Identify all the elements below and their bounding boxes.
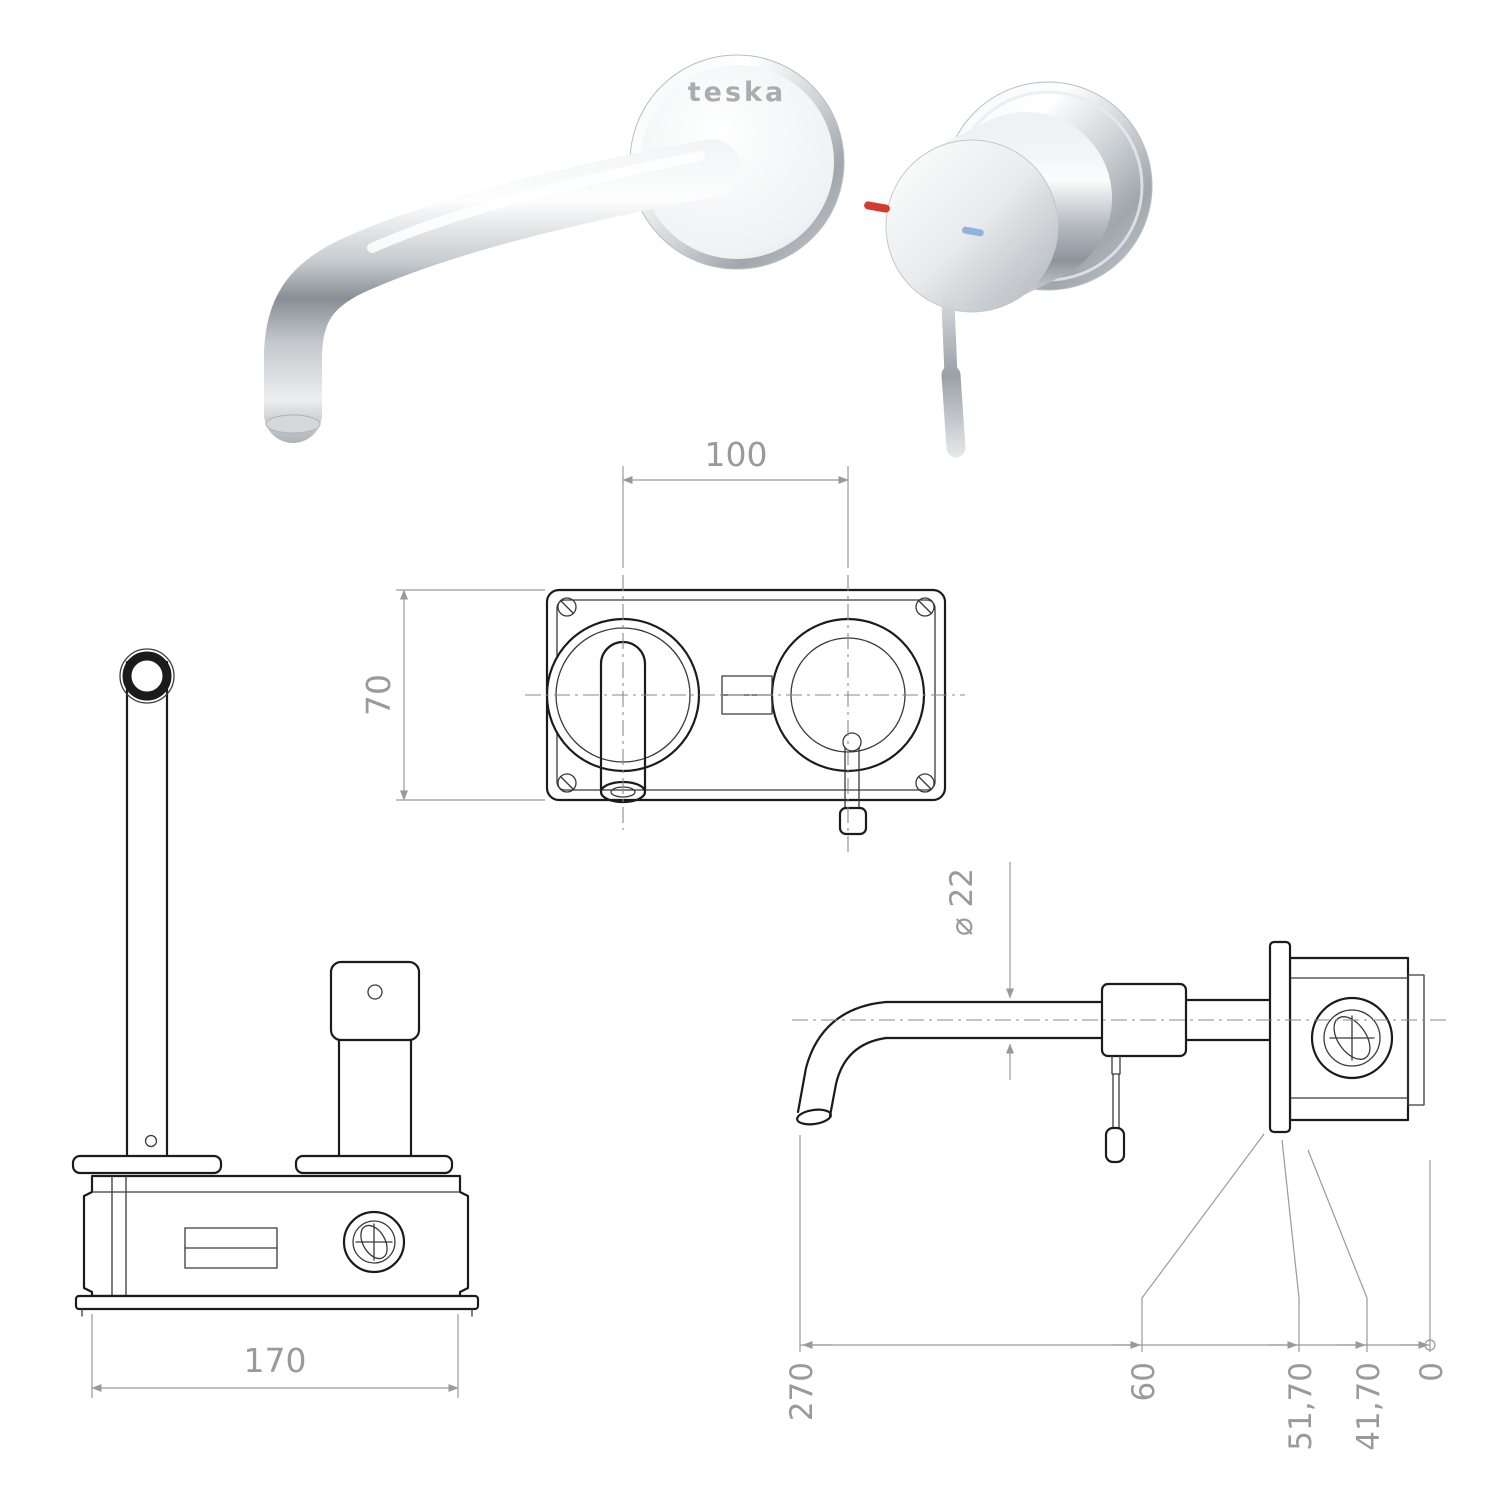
- right-side-view: ⌀ 22 270 60 51,70 41,70 0: [784, 862, 1450, 1451]
- lever-front: [838, 747, 868, 836]
- hot-indicator: [864, 201, 890, 213]
- spout-flange: [71, 1154, 223, 1175]
- spout-assembly-render: teska: [264, 54, 845, 443]
- product-photo-render: teska: [264, 54, 1153, 458]
- dimension-170: 170: [91, 1314, 459, 1398]
- dimension-70: 70: [359, 589, 545, 801]
- base-plate: [74, 1294, 480, 1311]
- spout-tube: [264, 139, 741, 443]
- cold-indicator: [962, 226, 984, 237]
- corner-screws: [557, 597, 935, 793]
- spout-side: [796, 1000, 1104, 1126]
- wall-flange-plate: [1268, 940, 1292, 1134]
- wall-box-side: [1268, 940, 1425, 1134]
- dim-label-diameter: ⌀ 22: [944, 868, 980, 936]
- spout-highlight: [367, 151, 705, 253]
- spout-outlet-front: [599, 640, 647, 804]
- dimension-diameter-22: ⌀ 22: [944, 862, 1015, 1080]
- spout-riser: [71, 648, 223, 1175]
- dim-label-270: 270: [784, 1362, 820, 1421]
- handle-side: [294, 960, 454, 1175]
- mixer-lever-lower: [941, 365, 966, 458]
- mixer-lever-upper: [941, 296, 958, 382]
- mixer-assembly-render: [864, 81, 1153, 458]
- dim-label-100: 100: [705, 435, 768, 474]
- handle-flange: [294, 1154, 454, 1175]
- left-side-view: 170: [71, 648, 480, 1398]
- dimension-chain: 270 60 51,70 41,70 0: [784, 1133, 1450, 1451]
- dim-label-41-70: 41,70: [1351, 1362, 1387, 1451]
- mixer-body-side: [1100, 982, 1272, 1164]
- front-view: 100 70: [359, 435, 965, 855]
- brand-logo: teska: [688, 77, 786, 108]
- dim-label-60: 60: [1126, 1362, 1162, 1401]
- dim-label-170: 170: [244, 1341, 307, 1380]
- dim-label-51-70: 51,70: [1283, 1362, 1319, 1451]
- dimension-100: 100: [622, 435, 849, 568]
- mixer-body-face: [885, 139, 1059, 313]
- spout-tip-face: [265, 414, 321, 434]
- dim-label-0: 0: [1414, 1362, 1450, 1382]
- spout-opening: [122, 651, 172, 701]
- lever-hub: [842, 732, 862, 752]
- rough-in-box-side: [74, 1174, 480, 1317]
- lever-side: [1104, 1055, 1126, 1164]
- dim-label-70: 70: [359, 674, 398, 716]
